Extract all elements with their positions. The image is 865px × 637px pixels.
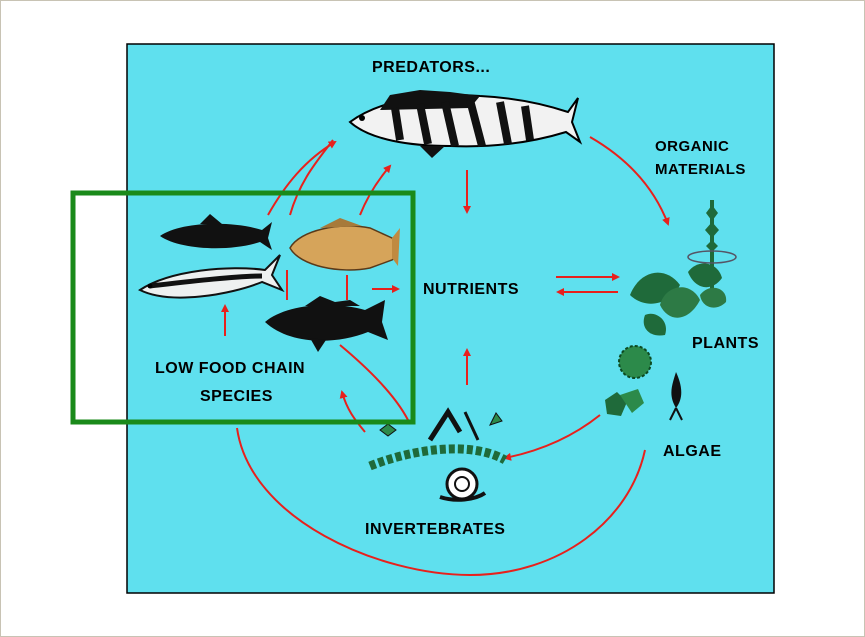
plants-label: PLANTS <box>692 335 759 352</box>
low-food-chain-label-line1: LOW FOOD CHAIN <box>155 360 305 377</box>
organic-materials-label-line1: ORGANIC <box>655 138 729 155</box>
algae-label: ALGAE <box>663 443 722 460</box>
organic-materials-label-line2: MATERIALS <box>655 161 746 178</box>
nutrients-label: NUTRIENTS <box>423 281 519 298</box>
invertebrates-label: INVERTEBRATES <box>365 521 505 538</box>
low-food-chain-label-line2: SPECIES <box>200 388 273 405</box>
predators-label: PREDATORS... <box>372 59 490 76</box>
